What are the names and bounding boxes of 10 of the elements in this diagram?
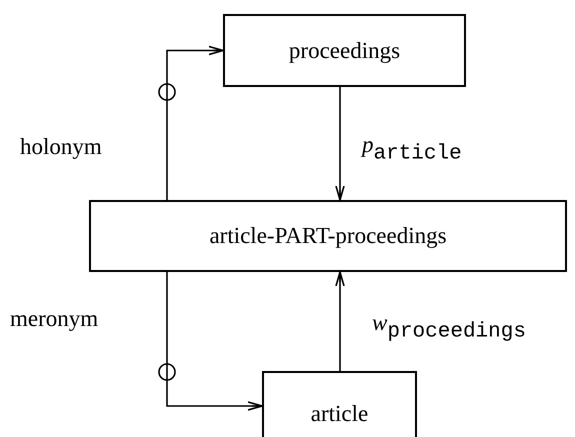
arrow bbox=[166, 272, 263, 411]
arrow bbox=[335, 271, 345, 371]
entity-box bbox=[89, 200, 567, 272]
entity-name: article-PART-proceedings bbox=[209, 223, 447, 249]
entity-box bbox=[262, 371, 417, 437]
entity-name: article bbox=[310, 401, 368, 427]
entity-box bbox=[223, 14, 466, 87]
arrow bbox=[166, 46, 224, 200]
arrow bbox=[335, 87, 345, 201]
entity-name: proceedings bbox=[288, 38, 400, 64]
